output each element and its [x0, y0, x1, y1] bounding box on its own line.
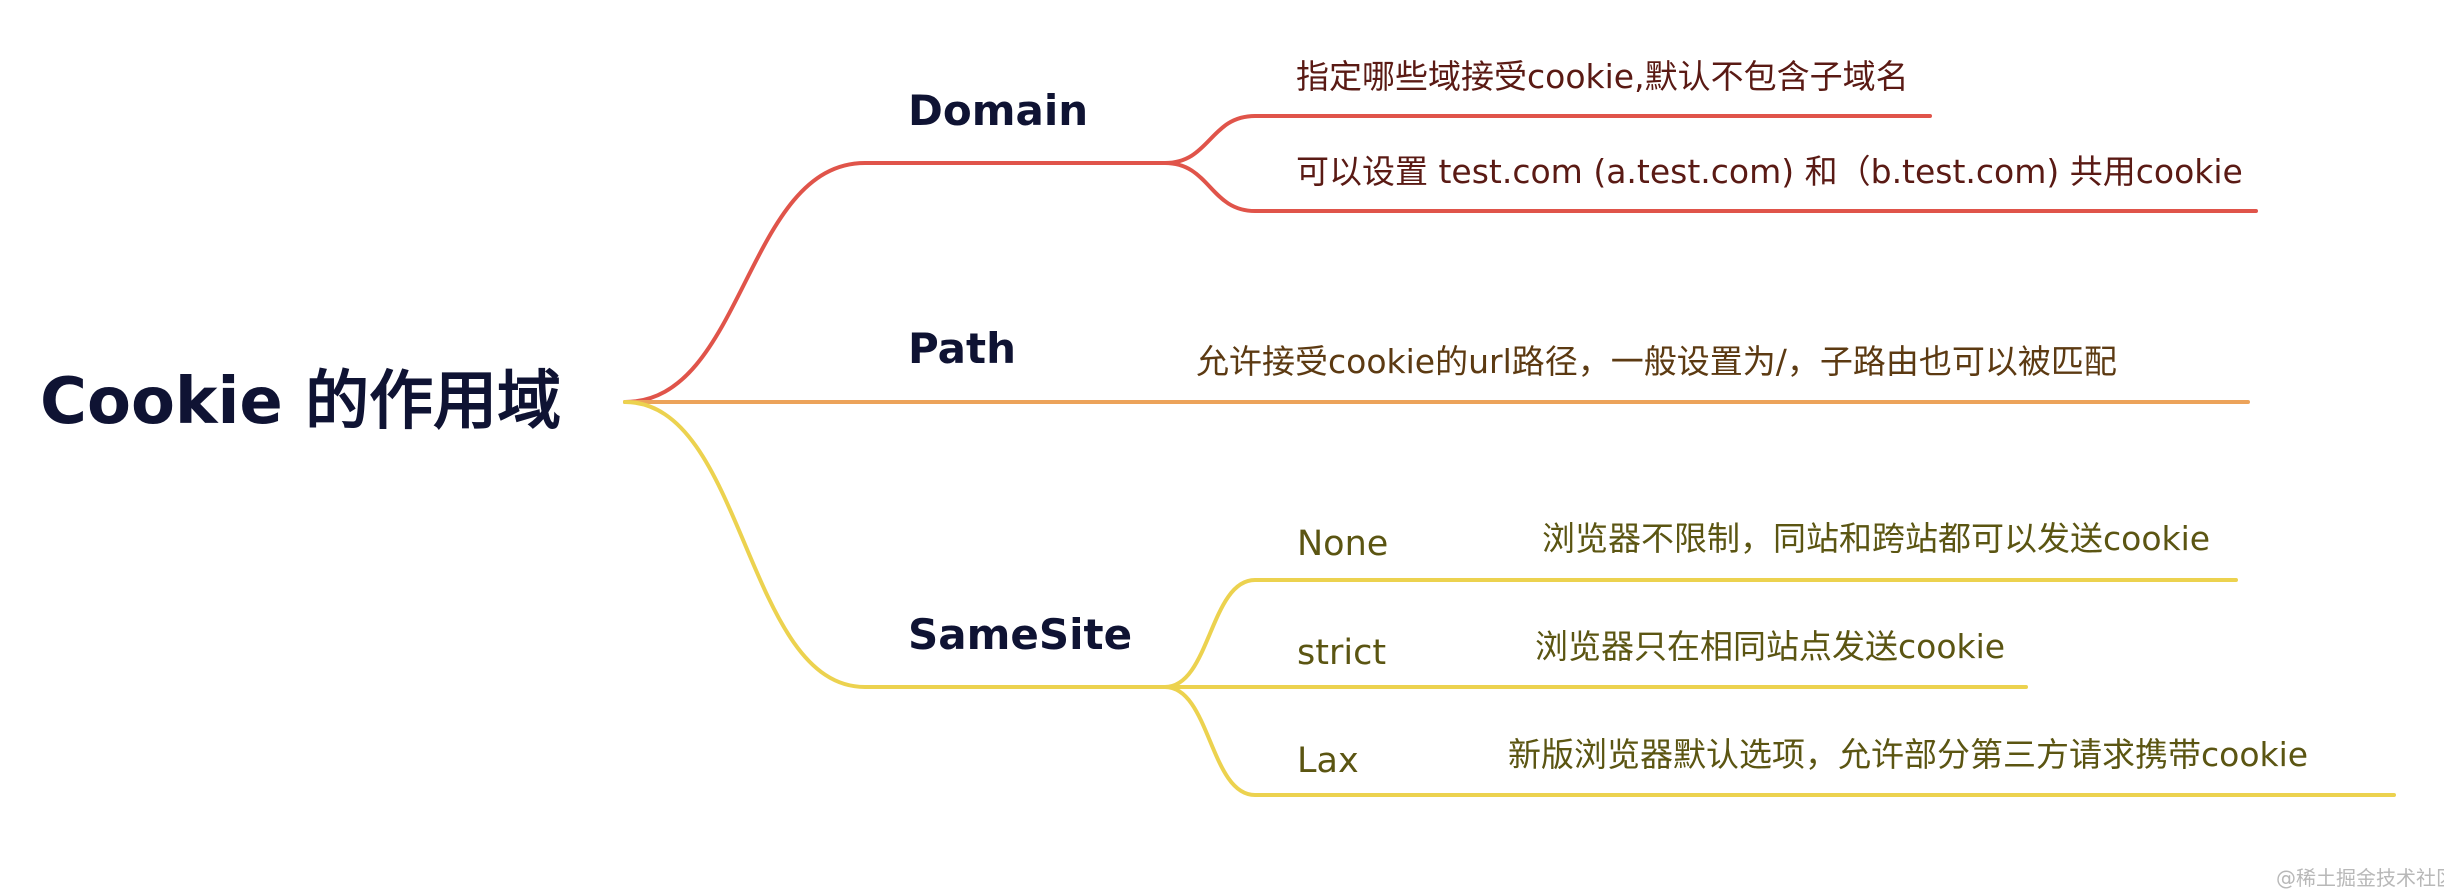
branch-path-label: Path: [908, 324, 1016, 373]
connector-samesite-lax: [1163, 685, 2396, 797]
connector-domain-note-2: [1163, 161, 2258, 213]
connector-root-domain: [623, 161, 1167, 404]
samesite-option-strict: strict: [1297, 633, 1387, 673]
samesite-none-desc: 浏览器不限制，同站和跨站都可以发送cookie: [1542, 519, 2211, 558]
path-note: 允许接受cookie的url路径，一般设置为/，子路由也可以被匹配: [1196, 342, 2117, 381]
connector-domain-note-1: [1163, 114, 1932, 165]
samesite-option-lax: Lax: [1297, 741, 1359, 781]
samesite-strict-desc: 浏览器只在相同站点发送cookie: [1535, 627, 2006, 666]
root-node-title: Cookie 的作用域: [40, 365, 562, 439]
domain-note-shared-cookie: 可以设置 test.com (a.test.com) 和（b.test.com)…: [1296, 152, 2243, 191]
connector-root-samesite: [623, 400, 1167, 689]
branch-domain-label: Domain: [908, 86, 1089, 135]
samesite-option-none: None: [1297, 524, 1389, 564]
branch-samesite-label: SameSite: [908, 610, 1133, 659]
connector-samesite-none: [1163, 578, 2238, 689]
domain-note-subdomains: 指定哪些域接受cookie,默认不包含子域名: [1296, 57, 1909, 96]
samesite-lax-desc: 新版浏览器默认选项，允许部分第三方请求携带cookie: [1508, 735, 2309, 774]
watermark-text: @稀土掘金技术社区: [2276, 866, 2444, 890]
